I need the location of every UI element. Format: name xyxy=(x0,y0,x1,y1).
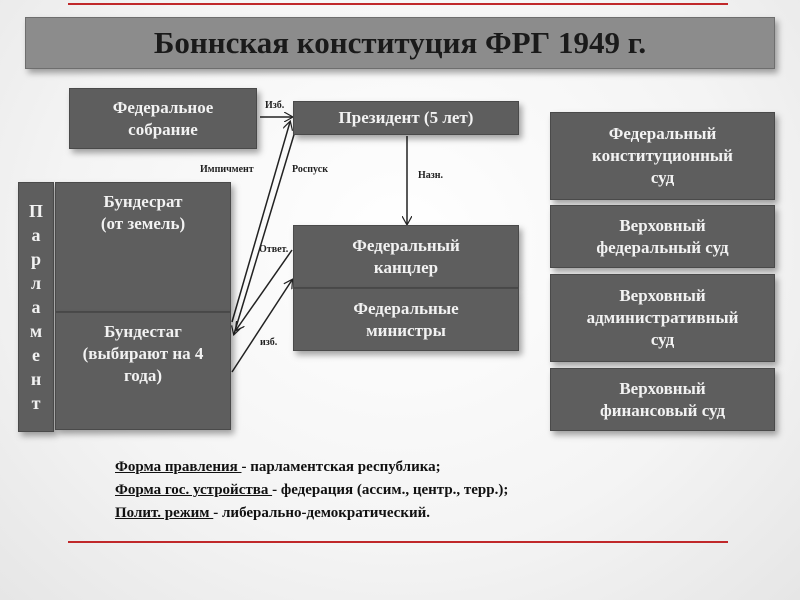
supreme-fed-court-box: Верховный федеральный суд xyxy=(550,205,775,268)
bundesrat-box: Бундесрат (от земель) xyxy=(55,182,231,312)
note-rest: - либерально-демократический. xyxy=(213,505,430,521)
arrow-responsible xyxy=(236,249,293,330)
supreme-admin-court-box: Верховный административный суд xyxy=(550,274,775,362)
const-court-box: Федеральный конституционный суд xyxy=(550,112,775,200)
note-rest: - федерация (ассим., центр., терр.); xyxy=(272,482,509,498)
note-rest: - парламентская республика; xyxy=(241,459,441,475)
note-line: Форма правления - парламентская республи… xyxy=(115,456,755,479)
federal-assembly-box: Федеральное собрание xyxy=(69,88,257,149)
parliament-letter: н xyxy=(30,369,42,389)
note-line: Полит. режим - либерально-демократически… xyxy=(115,502,755,525)
notes-block: Форма правления - парламентская республи… xyxy=(115,456,755,525)
label-impeachment: Импичмент xyxy=(200,164,254,175)
bottom-red-line xyxy=(68,541,728,543)
note-term: Форма гос. устройства xyxy=(115,482,273,498)
bundestag-box: Бундестаг (выбирают на 4 года) xyxy=(55,312,231,430)
note-term: Форма правления xyxy=(115,459,242,475)
label-otvet: Ответ. xyxy=(259,244,289,255)
arrow-dissolution xyxy=(234,127,297,334)
note-line: Форма гос. устройства - федерация (ассим… xyxy=(115,479,755,502)
label-dissolution: Роспуск xyxy=(292,164,328,175)
parliament-letter: а xyxy=(31,297,41,317)
parliament-letter: а xyxy=(31,225,41,245)
label-nazn: Назн. xyxy=(418,170,444,181)
parliament-letter: т xyxy=(31,393,41,413)
ministers-box: Федеральные министры xyxy=(293,288,519,351)
note-term: Полит. режим xyxy=(115,505,214,521)
parliament-letter: м xyxy=(29,321,43,341)
parliament-letter: р xyxy=(30,249,41,269)
parliament-letter: е xyxy=(32,345,40,365)
arrow-elects-chancellor xyxy=(231,280,292,373)
label-izb-top: Изб. xyxy=(265,100,285,111)
parliament-letter: л xyxy=(30,273,42,293)
parliament-letter: П xyxy=(28,201,43,221)
arrow-impeachment xyxy=(231,122,290,323)
chancellor-box: Федеральный канцлер xyxy=(293,225,519,288)
page-title: Боннская конституция ФРГ 1949 г. xyxy=(25,17,775,69)
top-red-line xyxy=(68,3,728,5)
label-izb-bottom: изб. xyxy=(260,337,278,348)
president-box: Президент (5 лет) xyxy=(293,101,519,135)
supreme-fin-court-box: Верховный финансовый суд xyxy=(550,368,775,431)
